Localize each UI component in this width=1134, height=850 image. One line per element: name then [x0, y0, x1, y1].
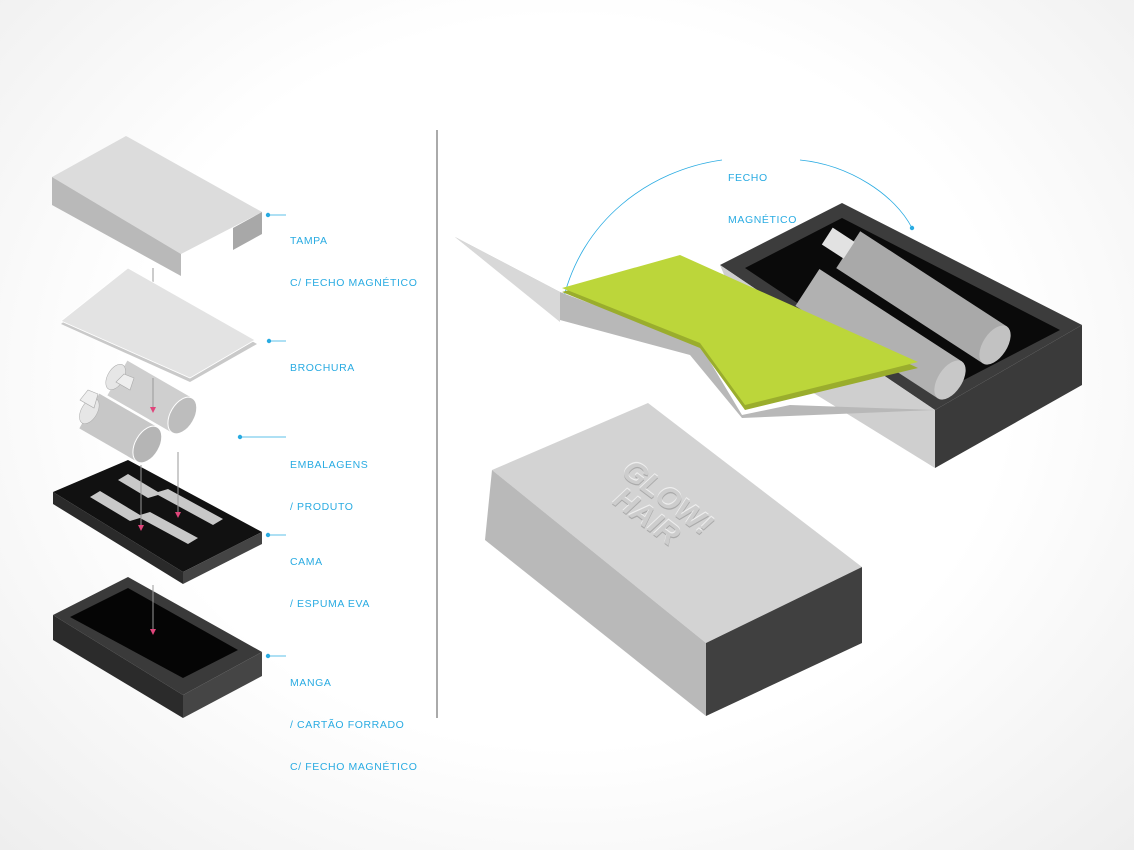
- label-line: / ESPUMA EVA: [290, 598, 370, 610]
- label-manga: MANGA / CARTÃO FORRADO C/ FECHO MAGNÉTIC…: [290, 648, 417, 788]
- open-box: [455, 203, 1082, 468]
- label-line: TAMPA: [290, 235, 328, 247]
- label-line: C/ FECHO MAGNÉTICO: [290, 761, 418, 773]
- label-brochura: BROCHURA: [290, 333, 355, 389]
- label-line: CAMA: [290, 556, 323, 568]
- foam-tray: [53, 460, 262, 584]
- label-line: BROCHURA: [290, 362, 355, 374]
- label-tampa: TAMPA C/ FECHO MAGNÉTICO: [290, 206, 417, 304]
- label-fecho: FECHO MAGNÉTICO: [728, 143, 797, 241]
- label-line: EMBALAGENS: [290, 459, 369, 471]
- label-line: / PRODUTO: [290, 501, 354, 513]
- brochure-exploded: [60, 267, 257, 382]
- sleeve-box: [53, 577, 262, 718]
- label-line: C/ FECHO MAGNÉTICO: [290, 277, 418, 289]
- label-cama: CAMA / ESPUMA EVA: [290, 527, 370, 625]
- label-line: / CARTÃO FORRADO: [290, 719, 405, 731]
- lid-exploded: [52, 136, 262, 276]
- bottles-exploded: [79, 360, 198, 464]
- closed-box: [485, 403, 862, 716]
- label-line: MANGA: [290, 677, 332, 689]
- label-line: FECHO: [728, 172, 768, 184]
- label-line: MAGNÉTICO: [728, 214, 797, 226]
- label-embalagens: EMBALAGENS / PRODUTO: [290, 430, 368, 528]
